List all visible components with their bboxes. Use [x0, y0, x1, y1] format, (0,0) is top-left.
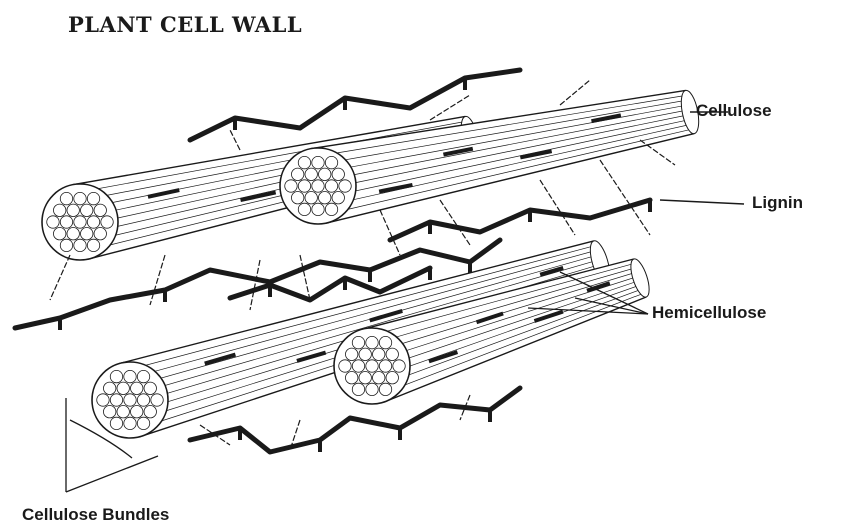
microfibril-circle	[110, 417, 122, 429]
microfibril-circle	[81, 204, 93, 216]
microfibril-circle	[47, 216, 59, 228]
label-hemicellulose: Hemicellulose	[652, 303, 766, 323]
hemicellulose-crosslink	[230, 130, 240, 150]
microfibril-circle	[359, 348, 371, 360]
microfibril-circle	[298, 180, 310, 192]
hemicellulose-crosslink	[300, 255, 310, 300]
microfibril-circle	[87, 239, 99, 251]
microfibril-circle	[94, 227, 106, 239]
microfibril-circle	[103, 405, 115, 417]
hemicellulose-crosslink	[50, 255, 70, 300]
microfibril-circle	[325, 156, 337, 168]
label-cellulose: Cellulose	[696, 101, 772, 121]
microfibril-circle	[124, 394, 136, 406]
microfibril-circle	[359, 371, 371, 383]
microfibril-circle	[74, 216, 86, 228]
microfibril-circle	[345, 348, 357, 360]
microfibril-circle	[124, 417, 136, 429]
microfibril-circle	[144, 382, 156, 394]
microfibril-circle	[325, 180, 337, 192]
microfibril-circle	[366, 383, 378, 395]
microfibril-circle	[117, 382, 129, 394]
microfibril-circle	[67, 204, 79, 216]
microfibril-circle	[305, 191, 317, 203]
microfibril-circle	[87, 192, 99, 204]
microfibril-circle	[298, 156, 310, 168]
microfibril-circle	[393, 360, 405, 372]
microfibril-circle	[131, 405, 143, 417]
hemicellulose-crosslink	[250, 260, 260, 310]
microfibril-circle	[67, 227, 79, 239]
microfibril-circle	[53, 227, 65, 239]
microfibril-circle	[137, 370, 149, 382]
bundle-cross-section	[334, 328, 410, 404]
label-cellulose-bundles: Cellulose Bundles	[22, 505, 169, 525]
microfibril-circle	[285, 180, 297, 192]
microfibril-circle	[60, 192, 72, 204]
microfibril-circle	[325, 203, 337, 215]
hemicellulose-crosslink	[150, 255, 165, 305]
microfibril-circle	[117, 405, 129, 417]
microfibril-circle	[74, 239, 86, 251]
label-lignin: Lignin	[752, 193, 803, 213]
microfibril-circle	[103, 382, 115, 394]
microfibril-circle	[305, 168, 317, 180]
microfibril-circle	[379, 360, 391, 372]
microfibril-circle	[87, 216, 99, 228]
hemicellulose-crosslink	[560, 80, 590, 105]
microfibril-circle	[312, 203, 324, 215]
microfibril-circle	[373, 348, 385, 360]
microfibril-circle	[312, 180, 324, 192]
microfibril-circle	[291, 191, 303, 203]
microfibril-circle	[352, 360, 364, 372]
microfibril-circle	[144, 405, 156, 417]
microfibril-circle	[124, 370, 136, 382]
microfibril-circle	[101, 216, 113, 228]
microfibril-circle	[352, 383, 364, 395]
microfibril-circle	[151, 394, 163, 406]
microfibril-circle	[291, 168, 303, 180]
microfibril-circle	[339, 360, 351, 372]
microfibril-circle	[379, 336, 391, 348]
microfibril-circle	[332, 168, 344, 180]
microfibril-circle	[379, 383, 391, 395]
hemicellulose-crosslink	[600, 160, 650, 235]
microfibril-circle	[319, 168, 331, 180]
lignin-chain-back-mid	[390, 200, 650, 240]
microfibril-circle	[319, 191, 331, 203]
leader-line-lignin	[660, 200, 744, 204]
microfibril-circle	[366, 360, 378, 372]
bundle-cross-section	[42, 184, 118, 260]
microfibril-circle	[74, 192, 86, 204]
hemicellulose-crosslink	[540, 180, 575, 235]
microfibril-circle	[94, 204, 106, 216]
microfibril-circle	[97, 394, 109, 406]
microfibril-circle	[298, 203, 310, 215]
microfibril-circle	[60, 239, 72, 251]
microfibril-circle	[373, 371, 385, 383]
microfibril-circle	[53, 204, 65, 216]
microfibril-circle	[345, 371, 357, 383]
microfibril-circle	[131, 382, 143, 394]
microfibril-circle	[386, 371, 398, 383]
microfibril-circle	[137, 417, 149, 429]
microfibril-circle	[339, 180, 351, 192]
microfibril-circle	[366, 336, 378, 348]
microfibril-circle	[110, 394, 122, 406]
microfibril-circle	[312, 156, 324, 168]
microfibril-circle	[137, 394, 149, 406]
microfibril-circle	[332, 191, 344, 203]
microfibril-circle	[60, 216, 72, 228]
microfibril-circle	[110, 370, 122, 382]
microfibril-circle	[81, 227, 93, 239]
bundle-cross-section	[280, 148, 356, 224]
microfibril-circle	[386, 348, 398, 360]
microfibril-circle	[352, 336, 364, 348]
bundle-cross-section	[92, 362, 168, 438]
hemicellulose-crosslink	[380, 210, 400, 255]
